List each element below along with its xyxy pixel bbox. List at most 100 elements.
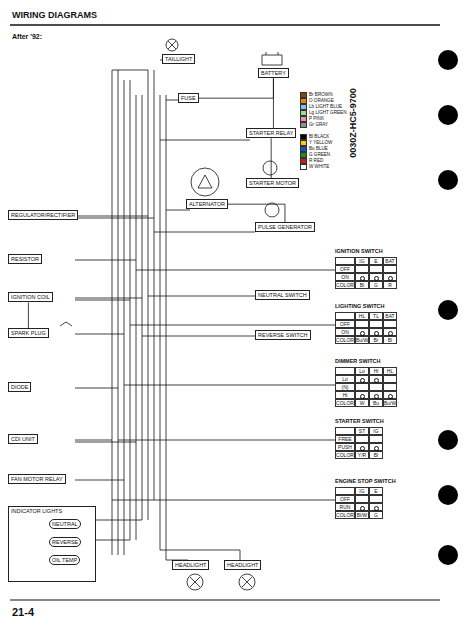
table-cell: ON [335,273,355,281]
component-label: TAILLIGHT [165,56,192,62]
component-box: NEUTRAL [49,519,81,529]
component-label: STARTER SWITCH [335,418,384,424]
table-cell: Br [369,336,383,344]
table-cell: Bl [383,336,397,344]
table-cell [355,495,369,503]
component-box: REVERSE [49,537,81,547]
table-cell [369,375,383,383]
component-box: HEADLIGHT [224,560,261,570]
table-cell [335,257,355,265]
contact-dot [360,378,365,383]
table-cell [369,383,383,391]
contact-dot [374,506,379,511]
component-box: FUSE [178,93,199,103]
table-cell: COLOR [335,399,355,407]
component-box: ALTERNATOR [186,199,228,209]
legend-text: R RED [309,158,323,163]
table-cell [383,328,397,336]
component-label: RESISTOR [11,256,39,262]
table-cell [355,443,369,451]
switch-table-title: STARTER SWITCH [335,418,384,424]
component-label: IGNITION SWITCH [335,248,383,254]
table-cell [335,487,355,495]
table-cell [335,427,355,435]
table-cell: RUN [335,503,355,511]
table-cell: W [355,399,369,407]
component-box: STARTER RELAY [246,128,296,138]
table-cell [355,503,369,511]
table-cell: Bu/W [355,336,369,344]
contact-dot [388,394,393,399]
component-box: REGULATOR/RECTIFIER [8,210,78,220]
table-cell: Bl [355,281,369,289]
component-box: INDICATOR LIGHTS NEUTRAL REVERSE OIL TEMP [8,506,96,582]
wire-connector [228,204,285,222]
legend-swatch [300,122,307,128]
component-box: OIL TEMP [49,555,80,565]
table-cell [355,328,369,336]
component-label: INDICATOR LIGHTS [11,508,93,514]
table-cell: Y/R [355,451,369,459]
wire-line [199,78,274,98]
component-box: SPARK PLUG [8,328,49,338]
component-label: ENGINE STOP SWITCH [335,478,396,484]
table-cell: E [369,487,383,495]
table-cell [355,375,369,383]
legend-text: G GREEN [309,152,330,157]
contact-dot [374,331,379,336]
wire-connector [271,138,272,178]
table-cell: ST [355,427,369,435]
table-cell [335,367,355,375]
contact-dot [374,378,379,383]
table-cell [369,443,383,451]
component-label: REGULATOR/RECTIFIER [11,212,75,218]
table-cell: HL [383,367,397,375]
table-cell [383,273,397,281]
table-cell [383,265,397,273]
component-box: RESISTOR [8,254,42,264]
component-label: BATTERY [261,70,286,76]
table-cell [355,265,369,273]
table-cell: (N) [335,383,355,391]
wire-line [271,138,272,178]
table-cell: Lo [355,367,369,375]
component-label: OIL TEMP [52,557,77,563]
legend-text: Y YELLOW [309,140,332,145]
wire-line [228,204,285,222]
component-label: REVERSE [52,539,78,545]
component-label: HEADLIGHT [227,562,258,568]
component-label: STARTER MOTOR [249,180,296,186]
contact-dot [360,331,365,336]
legend-swatch [300,164,307,170]
switch-table-title: LIGHTING SWITCH [335,303,385,309]
component-label: STARTER RELAY [249,130,293,136]
table-cell: Bl [369,451,383,459]
contact-dot [360,276,365,281]
component-box: PULSE GENERATOR [255,222,315,232]
table-cell: Lo [335,375,355,383]
table-cell [355,383,369,391]
table-cell [369,273,383,281]
table-cell [383,320,397,328]
component-box: IGNITION COIL [8,292,53,302]
component-label: DIODE [11,384,28,390]
wire-connector [273,78,274,128]
page-title: WIRING DIAGRAMS [12,10,97,20]
table-cell: PUSH [335,443,355,451]
table-cell [355,435,369,443]
table-cell: OFF [335,320,355,328]
table-cell: G [369,281,383,289]
legend-text: P PINK [309,116,324,121]
table-cell [369,495,383,503]
table-cell [369,503,383,511]
table-cell: HL [355,312,369,320]
table-cell: COLOR [335,511,355,519]
component-box: NEUTRAL SWITCH [255,290,310,300]
table-cell [355,320,369,328]
component-label: CDI UNIT [11,436,35,442]
component-box: TAILLIGHT [162,54,195,64]
contact-dot [360,506,365,511]
component-label: ALTERNATOR [189,201,225,207]
component-label: SPARK PLUG [11,330,46,336]
